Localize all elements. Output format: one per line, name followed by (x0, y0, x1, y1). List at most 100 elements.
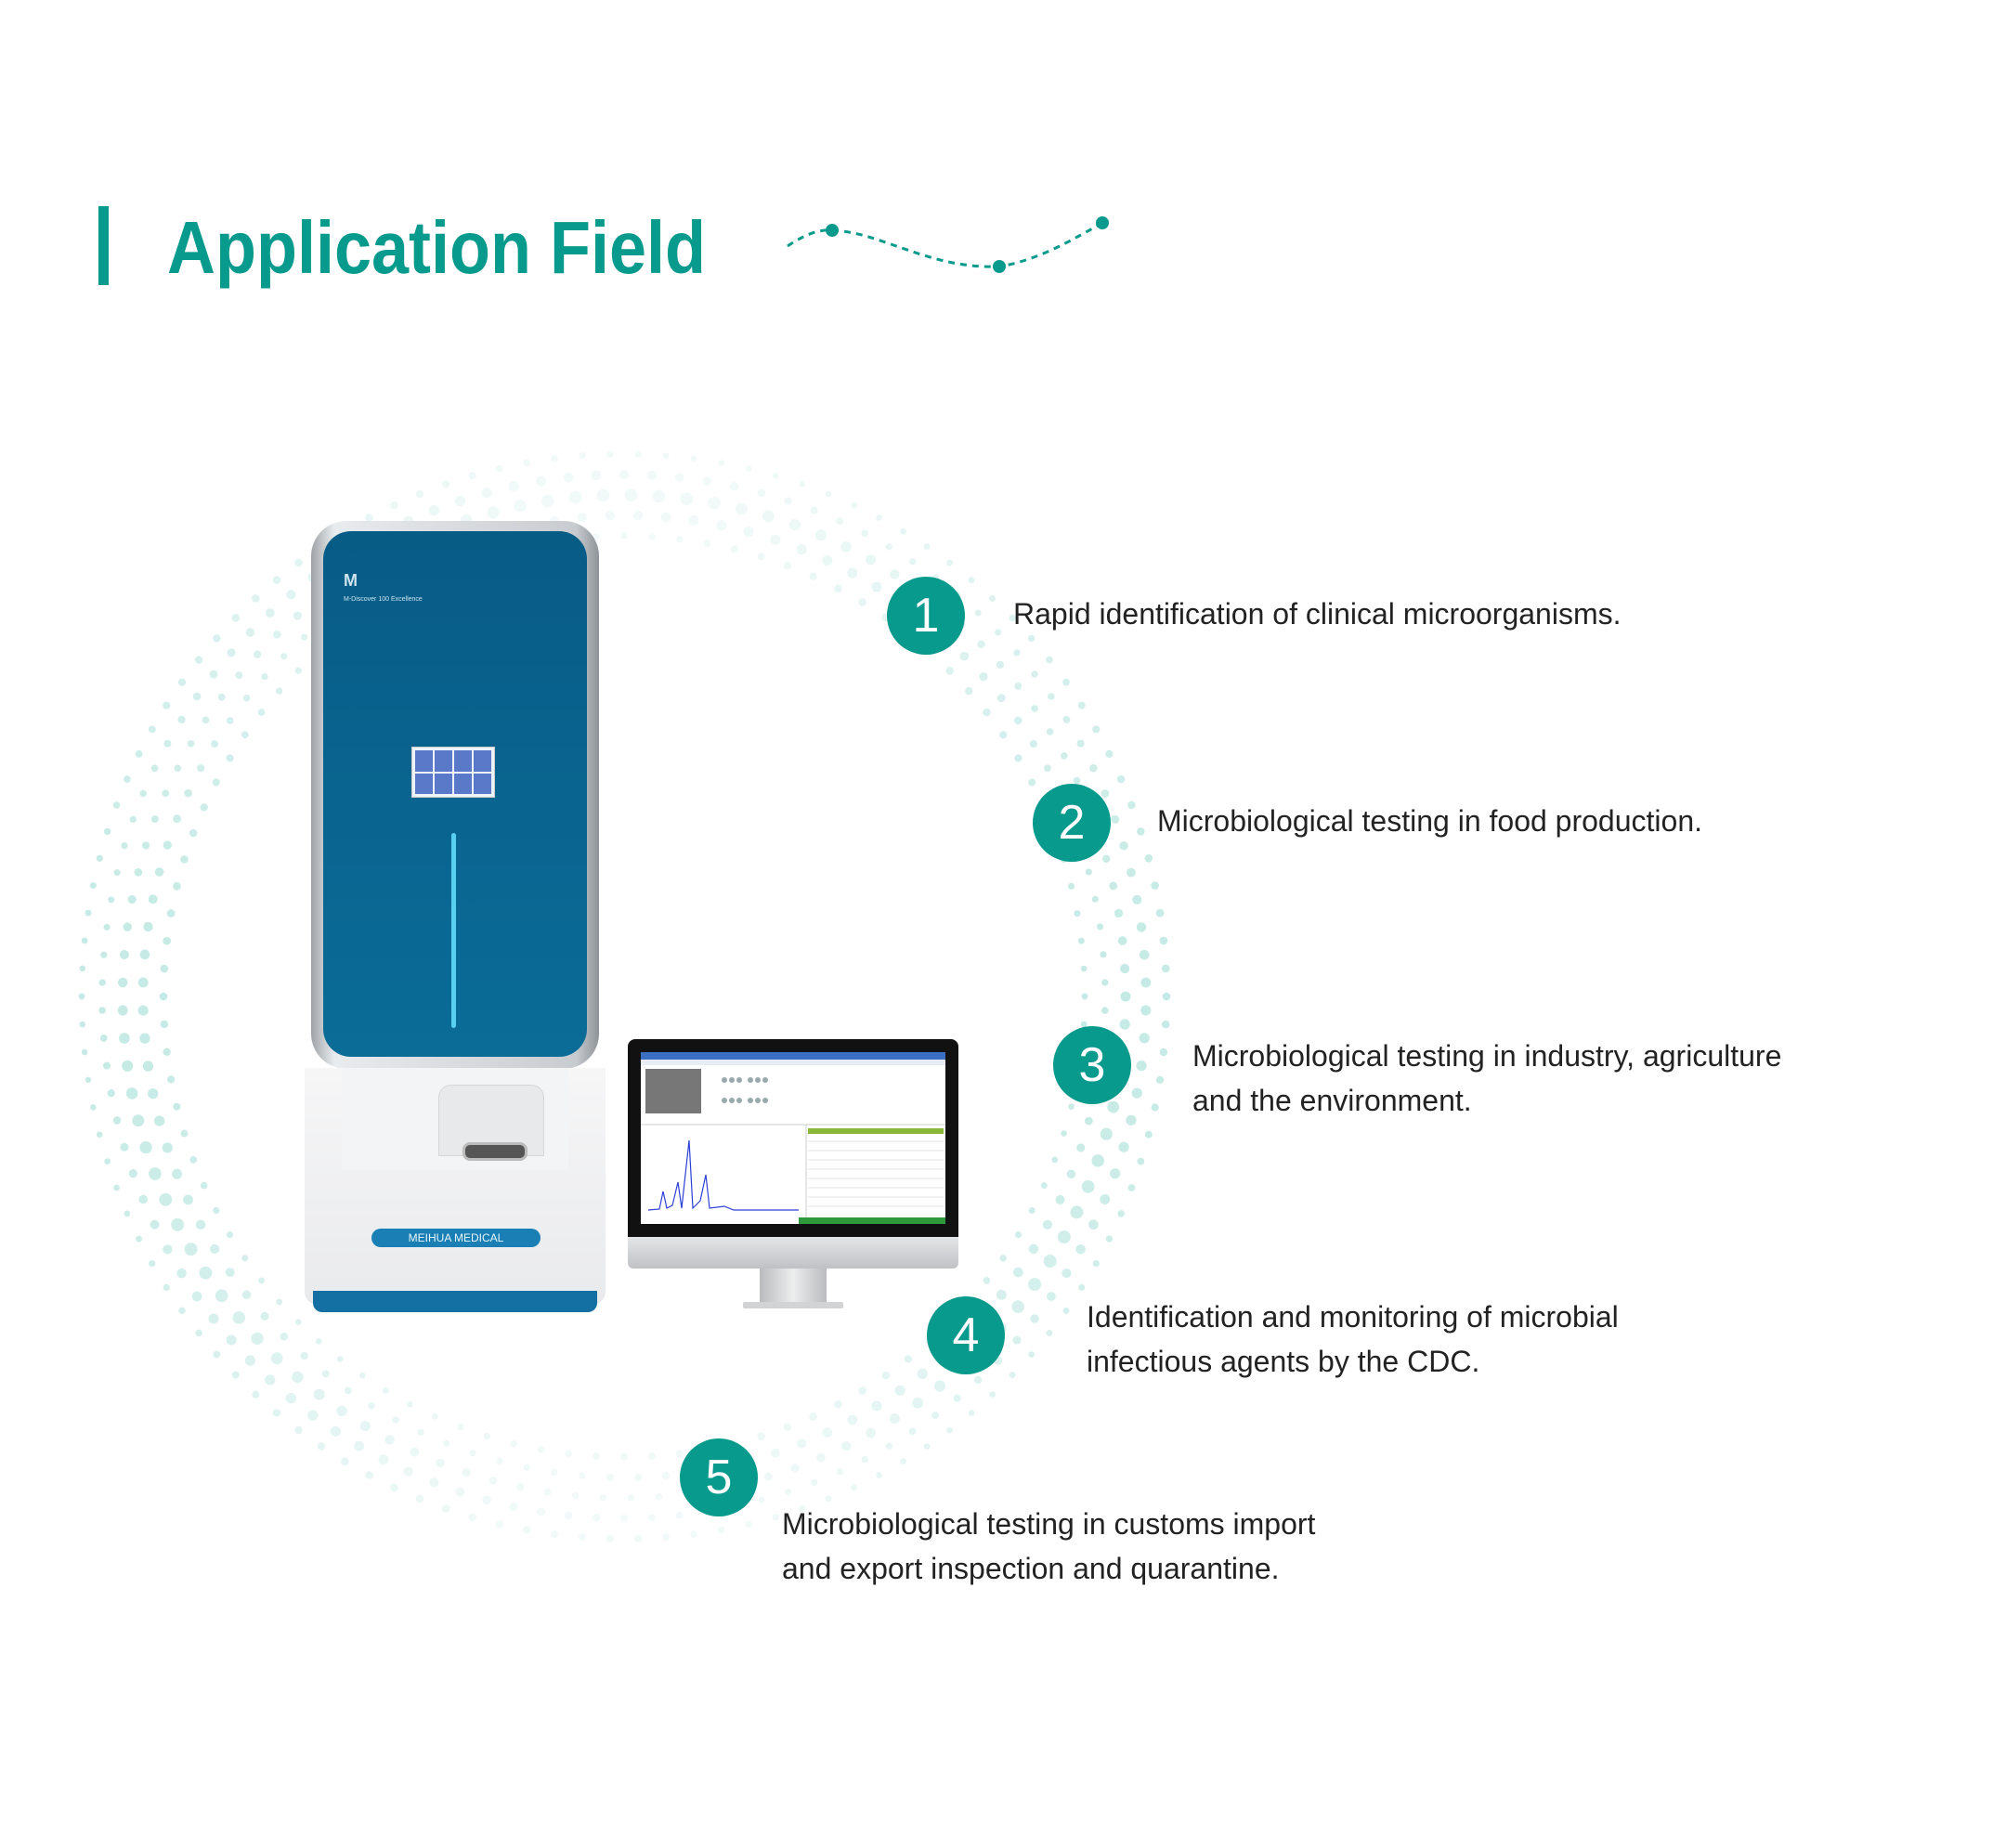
ring-dot (1116, 774, 1126, 784)
ring-dot (908, 1427, 917, 1436)
ring-dot (177, 715, 186, 724)
ring-dot (836, 1468, 843, 1476)
ring-dot (429, 1477, 439, 1488)
ring-dot (117, 1005, 128, 1016)
ring-dot (213, 634, 221, 643)
ring-dot (383, 1387, 389, 1394)
ring-dot (257, 709, 266, 716)
ring-dot (796, 543, 807, 555)
ring-dot (189, 828, 198, 838)
ring-dot (215, 1289, 228, 1303)
ring-dot (495, 1520, 504, 1529)
ring-dot (272, 576, 281, 584)
device-light-strip (451, 833, 456, 1028)
ring-dot (1031, 705, 1038, 712)
ring-dot (1159, 1048, 1168, 1057)
ring-dot (1114, 908, 1124, 917)
ring-dot (213, 1350, 221, 1359)
ring-dot (162, 1142, 173, 1153)
ring-dot (163, 1048, 171, 1056)
ring-dot (487, 506, 500, 519)
number-badge: 2 (1033, 784, 1111, 862)
ring-dot (1030, 1314, 1039, 1323)
ring-dot (176, 1268, 187, 1279)
ring-dot (514, 499, 527, 513)
item-text: Rapid identification of clinical microor… (1013, 592, 1622, 636)
ring-dot (968, 577, 975, 584)
ring-dot (703, 540, 711, 547)
ring-dot (194, 656, 203, 664)
ring-dot (149, 1260, 156, 1268)
ring-dot (568, 490, 582, 504)
ring-dot (159, 1192, 173, 1206)
ring-dot (191, 1291, 202, 1302)
ring-dot (244, 1355, 255, 1366)
ring-dot (1139, 1033, 1150, 1044)
ring-dot (103, 923, 111, 931)
ring-dot (378, 1454, 389, 1465)
ring-dot (321, 1370, 330, 1378)
ring-dot (403, 1466, 414, 1477)
ring-dot (965, 686, 973, 696)
ring-dot (253, 650, 262, 658)
ring-dot (1031, 670, 1038, 678)
ring-dot (482, 1495, 491, 1505)
ring-dot (758, 1496, 765, 1503)
ring-dot (591, 470, 602, 481)
ring-dot (885, 543, 892, 551)
ring-dot (390, 501, 398, 510)
ring-dot (1117, 936, 1127, 945)
ring-dot (124, 1210, 131, 1217)
ring-dot (1162, 992, 1171, 1001)
ring-dot (652, 489, 666, 503)
ring-dot (660, 512, 671, 523)
ring-dot (330, 1425, 341, 1437)
item-line: Rapid identification of clinical microor… (1013, 597, 1622, 631)
ring-dot (117, 977, 128, 988)
ring-dot (1080, 965, 1088, 972)
ring-dot (200, 1181, 208, 1190)
ring-dot (606, 450, 614, 458)
ring-dot (143, 921, 153, 932)
device-touchscreen (411, 747, 495, 798)
ring-dot (231, 1371, 240, 1379)
item-line: and export inspection and quarantine. (782, 1552, 1280, 1585)
ring-dot (523, 1464, 530, 1471)
ring-dot (646, 470, 657, 480)
ring-dot (112, 1116, 122, 1125)
ring-dot (481, 488, 492, 499)
ring-dot (1139, 949, 1150, 960)
ring-dot (743, 527, 754, 538)
ring-dot (272, 630, 281, 639)
ring-dot (1080, 1021, 1088, 1028)
ring-dot (163, 1244, 173, 1255)
ring-dot (79, 965, 86, 972)
ring-dot (300, 1351, 308, 1360)
ring-dot (889, 1413, 900, 1425)
ring-dot (1070, 1205, 1084, 1219)
ring-dot (154, 867, 164, 877)
ring-dot (265, 608, 275, 618)
ring-dot (1161, 1020, 1170, 1029)
ring-dot (104, 1158, 111, 1165)
sample-port (462, 1142, 528, 1161)
ring-dot (134, 867, 143, 877)
monitor-screen (641, 1052, 945, 1224)
ring-dot (415, 489, 424, 499)
ring-dot (1091, 1154, 1104, 1167)
ring-dot (900, 1458, 906, 1464)
ring-dot (177, 678, 187, 686)
ring-dot (365, 514, 373, 522)
ring-dot (137, 977, 149, 988)
ring-dot (851, 501, 857, 509)
ring-dot (442, 480, 450, 488)
ring-dot (107, 1088, 115, 1098)
ring-dot (242, 695, 251, 702)
ring-dot (809, 572, 817, 580)
ring-dot (730, 482, 739, 491)
ring-dot (702, 476, 712, 486)
ring-dot (428, 504, 440, 516)
item-text: Microbiological testing in customs impor… (782, 1502, 1315, 1591)
ring-dot (410, 1447, 420, 1457)
ring-dot (307, 1410, 319, 1421)
